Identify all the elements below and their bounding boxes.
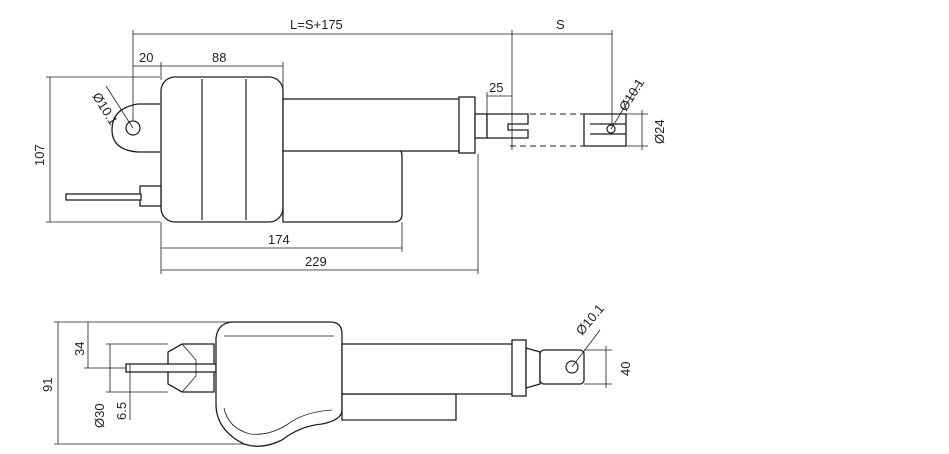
dim-line-slot bbox=[126, 363, 131, 420]
dim-line-rod-height bbox=[584, 346, 612, 388]
tube-collar bbox=[458, 96, 476, 154]
cable-gland bbox=[139, 185, 162, 207]
cable bbox=[65, 193, 142, 201]
label-side-overall-height: 91 bbox=[40, 378, 55, 392]
dim-line-stroke bbox=[512, 30, 613, 125]
tube-collar-side bbox=[511, 339, 527, 397]
rod-end-slot bbox=[590, 123, 626, 135]
motor-housing bbox=[160, 76, 284, 223]
front-mount-hole bbox=[606, 124, 616, 134]
gearbox-block bbox=[282, 149, 403, 223]
label-slot: 6.5 bbox=[114, 402, 129, 420]
rear-clevis bbox=[111, 103, 160, 153]
label-tube-length: 174 bbox=[268, 232, 290, 247]
label-rod-end-dia: Ø24 bbox=[652, 119, 667, 144]
dim-line-clevis-dia bbox=[106, 343, 168, 393]
label-rear-hole: Ø10.1 bbox=[89, 90, 120, 128]
label-rear-offset: 20 bbox=[139, 50, 153, 65]
dim-line-rod-dia bbox=[626, 110, 648, 150]
rear-mount-hole bbox=[125, 120, 141, 136]
dim-line-side-height bbox=[54, 321, 244, 445]
dim-line-motor-width bbox=[161, 62, 284, 100]
dim-line-rear-offset bbox=[133, 62, 162, 80]
leader-rear-hole bbox=[105, 85, 134, 129]
dim-line-rod-end bbox=[486, 92, 512, 116]
inner-rod bbox=[474, 113, 488, 139]
motor-housing-side-inner bbox=[223, 335, 334, 435]
gearbox-side bbox=[341, 393, 457, 421]
label-body-length: 229 bbox=[305, 254, 327, 269]
label-height: 107 bbox=[32, 144, 47, 166]
label-front-hole: Ø10.1 bbox=[616, 76, 647, 114]
label-total-length: L=S+175 bbox=[290, 17, 343, 32]
rear-clevis-pin bbox=[125, 363, 217, 373]
rod-end-extended bbox=[583, 113, 627, 147]
front-mount-hole-side bbox=[565, 360, 579, 374]
dim-line-body bbox=[160, 154, 479, 274]
clevis-detail bbox=[181, 343, 197, 393]
label-motor-width: 88 bbox=[212, 50, 226, 65]
dim-line-tube bbox=[161, 222, 403, 252]
leader-side-hole bbox=[571, 329, 601, 368]
rod-end-retracted bbox=[486, 113, 529, 139]
label-stroke: S bbox=[556, 17, 565, 32]
label-clevis-offset: 34 bbox=[72, 342, 87, 356]
dim-line-clevis-offset bbox=[84, 322, 126, 369]
leader-front-hole bbox=[610, 81, 641, 130]
rod-taper bbox=[525, 347, 541, 389]
outer-tube-side bbox=[341, 343, 515, 395]
label-side-front-hole: Ø10.1 bbox=[573, 301, 607, 338]
label-clevis-dia: Ø30 bbox=[92, 403, 107, 428]
side-view: Ø10.1 40 91 34 Ø30 6.5 bbox=[40, 301, 633, 447]
motor-housing-side bbox=[215, 321, 343, 447]
dim-line-height bbox=[46, 76, 160, 223]
dim-line-total bbox=[132, 30, 513, 150]
outer-tube bbox=[282, 98, 464, 152]
label-rod-end: 25 bbox=[489, 80, 503, 95]
rod-end-side bbox=[539, 349, 585, 385]
label-side-rod-height: 40 bbox=[618, 362, 633, 376]
top-view: L=S+175 S 20 88 25 Ø10.1 Ø10.1 Ø24 107 1… bbox=[32, 17, 667, 274]
